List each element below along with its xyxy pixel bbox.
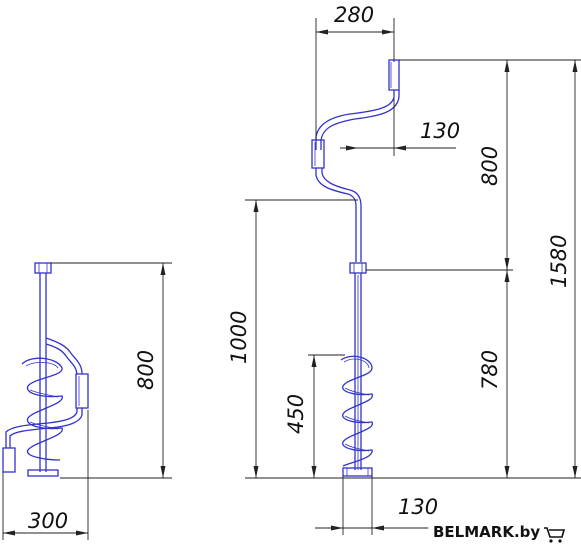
dim-lower-height: 780 (478, 350, 502, 390)
watermark: BELMARK.by (428, 518, 580, 546)
dim-total-height: 1580 (547, 235, 571, 288)
lower-handle-grip (311, 139, 325, 169)
dim-upper-height: 800 (478, 146, 502, 186)
dimension-lines (2, 18, 581, 540)
crank-upper (315, 90, 395, 150)
folded-crank (45, 337, 83, 375)
dim-top-width: 280 (334, 3, 374, 27)
watermark-brand: BELMARK.by (433, 523, 540, 541)
assembled-auger (311, 59, 400, 477)
folded-auger (2, 262, 89, 477)
folded-cutter (27, 469, 59, 477)
crank-lower (315, 168, 357, 262)
screw-blade (340, 355, 373, 467)
folded-screw-blade (21, 357, 63, 461)
cutter-head (342, 467, 373, 477)
coupling (349, 262, 367, 274)
folded-grip (75, 373, 89, 409)
folded-lower-grip (2, 447, 16, 473)
dim-bottom-width: 130 (398, 495, 438, 519)
dim-folded-height: 800 (134, 350, 158, 390)
dim-folded-width: 300 (28, 509, 68, 533)
dim-handle-offset: 130 (420, 119, 460, 143)
dim-screw-height: 450 (284, 394, 308, 434)
cart-logo-icon (544, 527, 566, 543)
folded-coupling (34, 262, 52, 274)
dim-lower-part-height: 1000 (227, 311, 251, 364)
top-handle-grip (388, 59, 400, 91)
